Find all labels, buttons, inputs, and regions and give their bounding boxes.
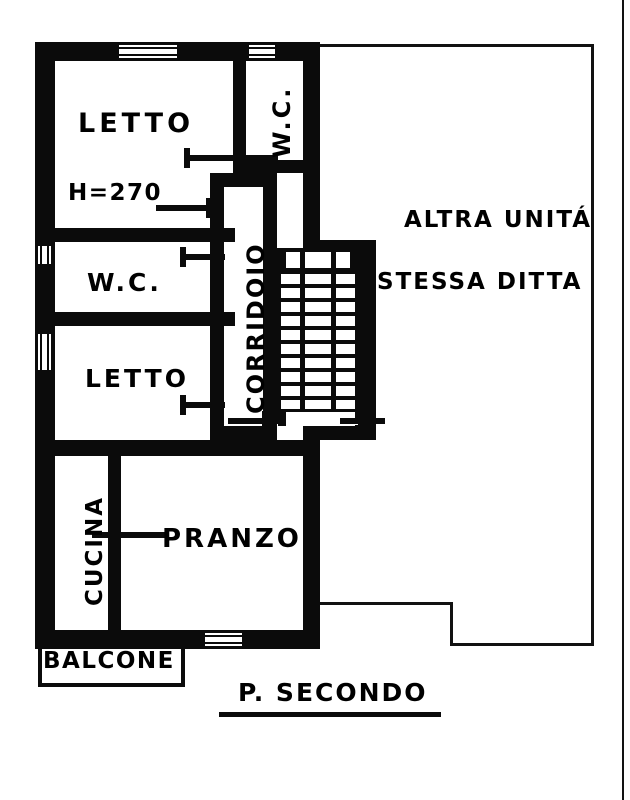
- room-label-cucina: CUCINA: [82, 495, 108, 606]
- window-left-lower-bar-a: [40, 334, 42, 370]
- window-left-upper-bar-b: [47, 246, 49, 264]
- partition-corridor-top: [210, 173, 277, 187]
- door-corridor-bottom-tick: [262, 411, 268, 431]
- room-label-letto-2: LETTO: [85, 364, 189, 393]
- window-top-right-bar-a: [249, 47, 275, 49]
- partition-corridor-left: [210, 173, 224, 440]
- window-left-lower-bar-b: [47, 334, 49, 370]
- floor-caption: P. SECONDO: [238, 678, 428, 707]
- outer-boundary-ledge: [318, 602, 453, 605]
- window-bottom-bar-b: [205, 642, 242, 644]
- door-letto1-lower: [156, 205, 212, 211]
- annotation-stessa-ditta: STESSA DITTA: [377, 269, 583, 295]
- ceiling-height-note: H=270: [68, 180, 163, 206]
- wall-bottom: [35, 630, 320, 649]
- stair-lower-landing: [281, 412, 355, 426]
- stair-tread: [281, 274, 355, 284]
- door-cucina: [92, 532, 165, 538]
- window-top-right-bar-b: [249, 54, 275, 56]
- room-label-wc-2: W.C.: [87, 268, 162, 297]
- stair-tread: [281, 288, 355, 298]
- partition-wc1-bottom: [233, 160, 303, 173]
- partition-letto1-wc1: [233, 61, 246, 173]
- stair-tread: [281, 316, 355, 326]
- partition-corridor-bottom: [210, 426, 277, 440]
- stair-tread: [281, 358, 355, 368]
- door-stairhall-right: [340, 418, 385, 424]
- stair-tread: [281, 302, 355, 312]
- outer-boundary-bottom: [450, 643, 594, 646]
- balcone-fill: [42, 649, 181, 683]
- partition-letto1-bottom: [35, 228, 235, 242]
- wall-stairblock-bottom: [303, 425, 376, 440]
- stair-tread: [281, 372, 355, 382]
- room-label-balcone: BALCONE: [43, 648, 175, 674]
- wall-right-stairblock: [358, 240, 376, 440]
- stair-landing: [286, 252, 350, 268]
- door-letto2-tick: [180, 395, 186, 415]
- window-bottom-bar-a: [205, 635, 242, 637]
- partition-wc2-bottom: [35, 312, 235, 326]
- door-letto1: [184, 155, 234, 161]
- door-corridor-bottom: [228, 418, 286, 424]
- door-cucina-tick: [110, 512, 116, 558]
- door-letto1-lower-tick: [206, 198, 212, 218]
- wall-right-upper: [303, 42, 320, 242]
- outer-boundary-step: [450, 602, 453, 646]
- partition-letto2-bottom: [35, 440, 320, 456]
- door-wc1: [246, 155, 278, 161]
- window-top-left-bar-a: [119, 47, 177, 49]
- room-label-wc-1: W.C.: [268, 85, 296, 158]
- room-label-pranzo: PRANZO: [162, 524, 302, 554]
- door-stairhall-left: [278, 410, 286, 426]
- door-wc2: [180, 254, 225, 260]
- stair-stringer-left: [300, 252, 305, 412]
- room-label-corridoio: CORRIDOIO: [242, 242, 270, 414]
- stair-tread: [281, 386, 355, 396]
- wall-right-lower: [303, 440, 320, 649]
- door-letto1-tick: [184, 148, 190, 168]
- stair-tread: [281, 344, 355, 354]
- room-label-letto-1: LETTO: [78, 108, 195, 139]
- wall-top: [35, 42, 320, 61]
- partition-corridor-right: [263, 173, 277, 440]
- stair-stringer-right: [331, 252, 336, 412]
- stair-tread: [281, 400, 355, 409]
- window-top-left-bar-b: [119, 54, 177, 56]
- annotation-altra-unita: ALTRA UNITÁ: [404, 207, 593, 233]
- window-left-upper-bar-a: [40, 246, 42, 264]
- stair-tread: [281, 330, 355, 340]
- door-wc2-tick: [180, 247, 186, 267]
- outer-boundary-top: [318, 44, 594, 47]
- outer-boundary-right: [591, 44, 594, 646]
- page-edge-right: [622, 0, 624, 800]
- door-letto2: [180, 402, 225, 408]
- floor-caption-underline: [219, 712, 441, 717]
